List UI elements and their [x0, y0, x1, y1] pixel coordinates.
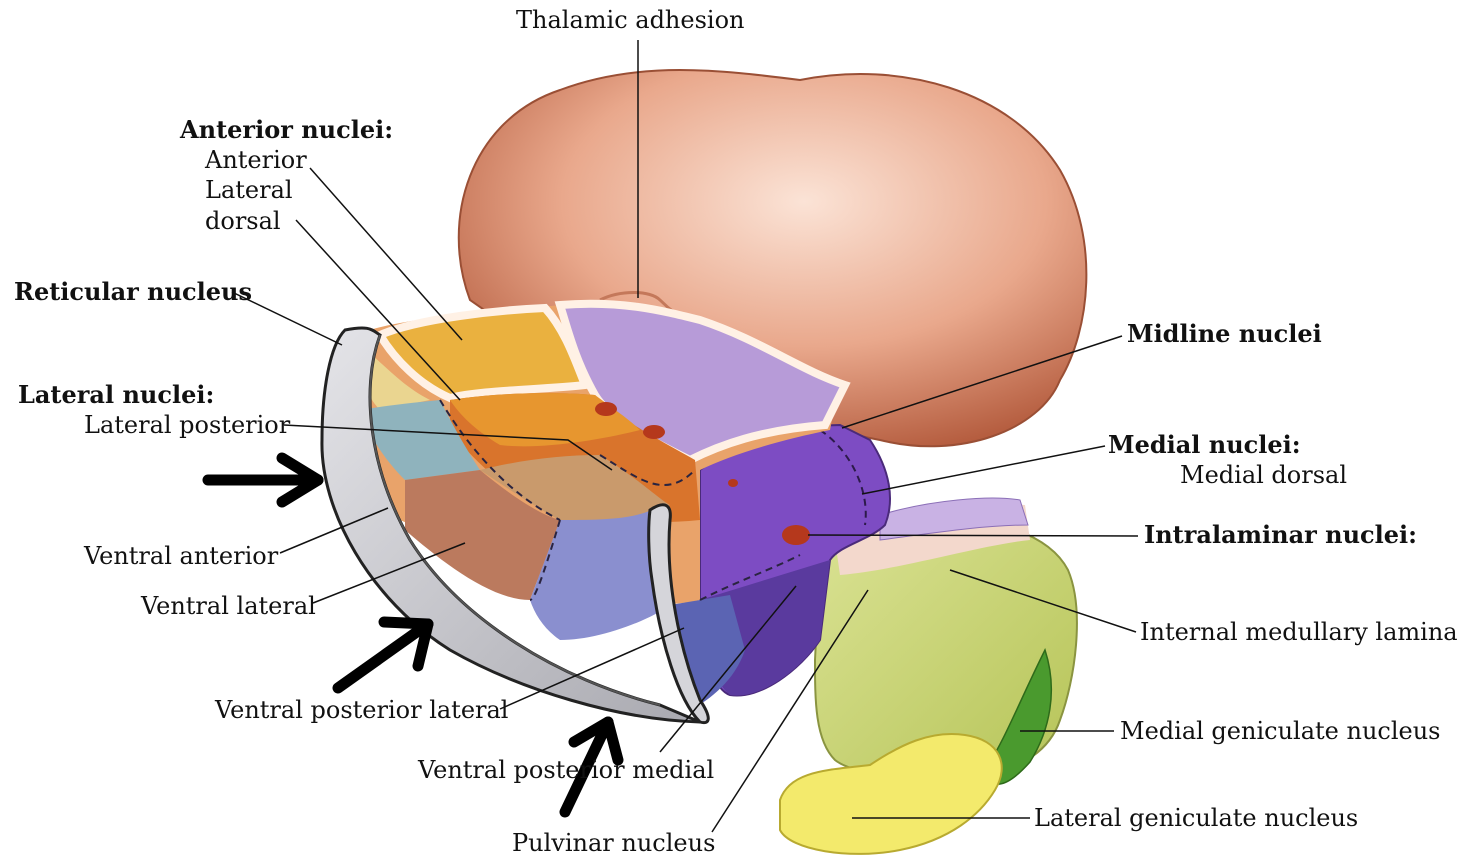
arrow-up-right-icon	[338, 622, 428, 688]
label-dorsal: dorsal	[205, 209, 281, 233]
label-anterior-nuclei-heading: Anterior nuclei:	[180, 118, 393, 142]
label-medial-nuclei-heading: Medial nuclei:	[1108, 433, 1301, 457]
label-lateral-geniculate-nucleus: Lateral geniculate nucleus	[1034, 806, 1358, 830]
label-reticular-nucleus: Reticular nucleus	[14, 280, 252, 304]
label-medial-dorsal: Medial dorsal	[1180, 463, 1347, 487]
label-ventral-lateral: Ventral lateral	[141, 594, 316, 618]
label-medial-geniculate-nucleus: Medial geniculate nucleus	[1120, 719, 1441, 743]
label-intralaminar-nuclei: Intralaminar nuclei:	[1144, 523, 1417, 547]
label-ventral-posterior-lateral: Ventral posterior lateral	[215, 698, 508, 722]
label-ventral-anterior: Ventral anterior	[84, 544, 278, 568]
leader-medial-dorsal	[862, 446, 1105, 494]
intralaminar-dot-1	[595, 402, 617, 416]
intralaminar-dot-3	[728, 479, 738, 487]
label-thalamic-adhesion: Thalamic adhesion	[516, 8, 745, 32]
label-internal-medullary-lamina: Internal medullary lamina	[1140, 620, 1458, 644]
leader-intralaminar	[808, 535, 1138, 536]
label-lateral: Lateral	[205, 178, 293, 202]
lateral-geniculate-region	[780, 734, 1002, 854]
label-midline-nuclei: Midline nuclei	[1127, 322, 1322, 346]
label-ventral-posterior-medial: Ventral posterior medial	[418, 758, 714, 782]
label-pulvinar-nucleus: Pulvinar nucleus	[512, 831, 715, 855]
intralaminar-dot-4	[782, 525, 810, 545]
leader-anterior	[310, 168, 462, 340]
label-lateral-posterior: Lateral posterior	[84, 413, 290, 437]
label-lateral-nuclei-heading: Lateral nuclei:	[18, 383, 214, 407]
arrow-right-icon	[208, 458, 318, 502]
label-anterior: Anterior	[205, 148, 307, 172]
intralaminar-dot-2	[643, 425, 665, 439]
